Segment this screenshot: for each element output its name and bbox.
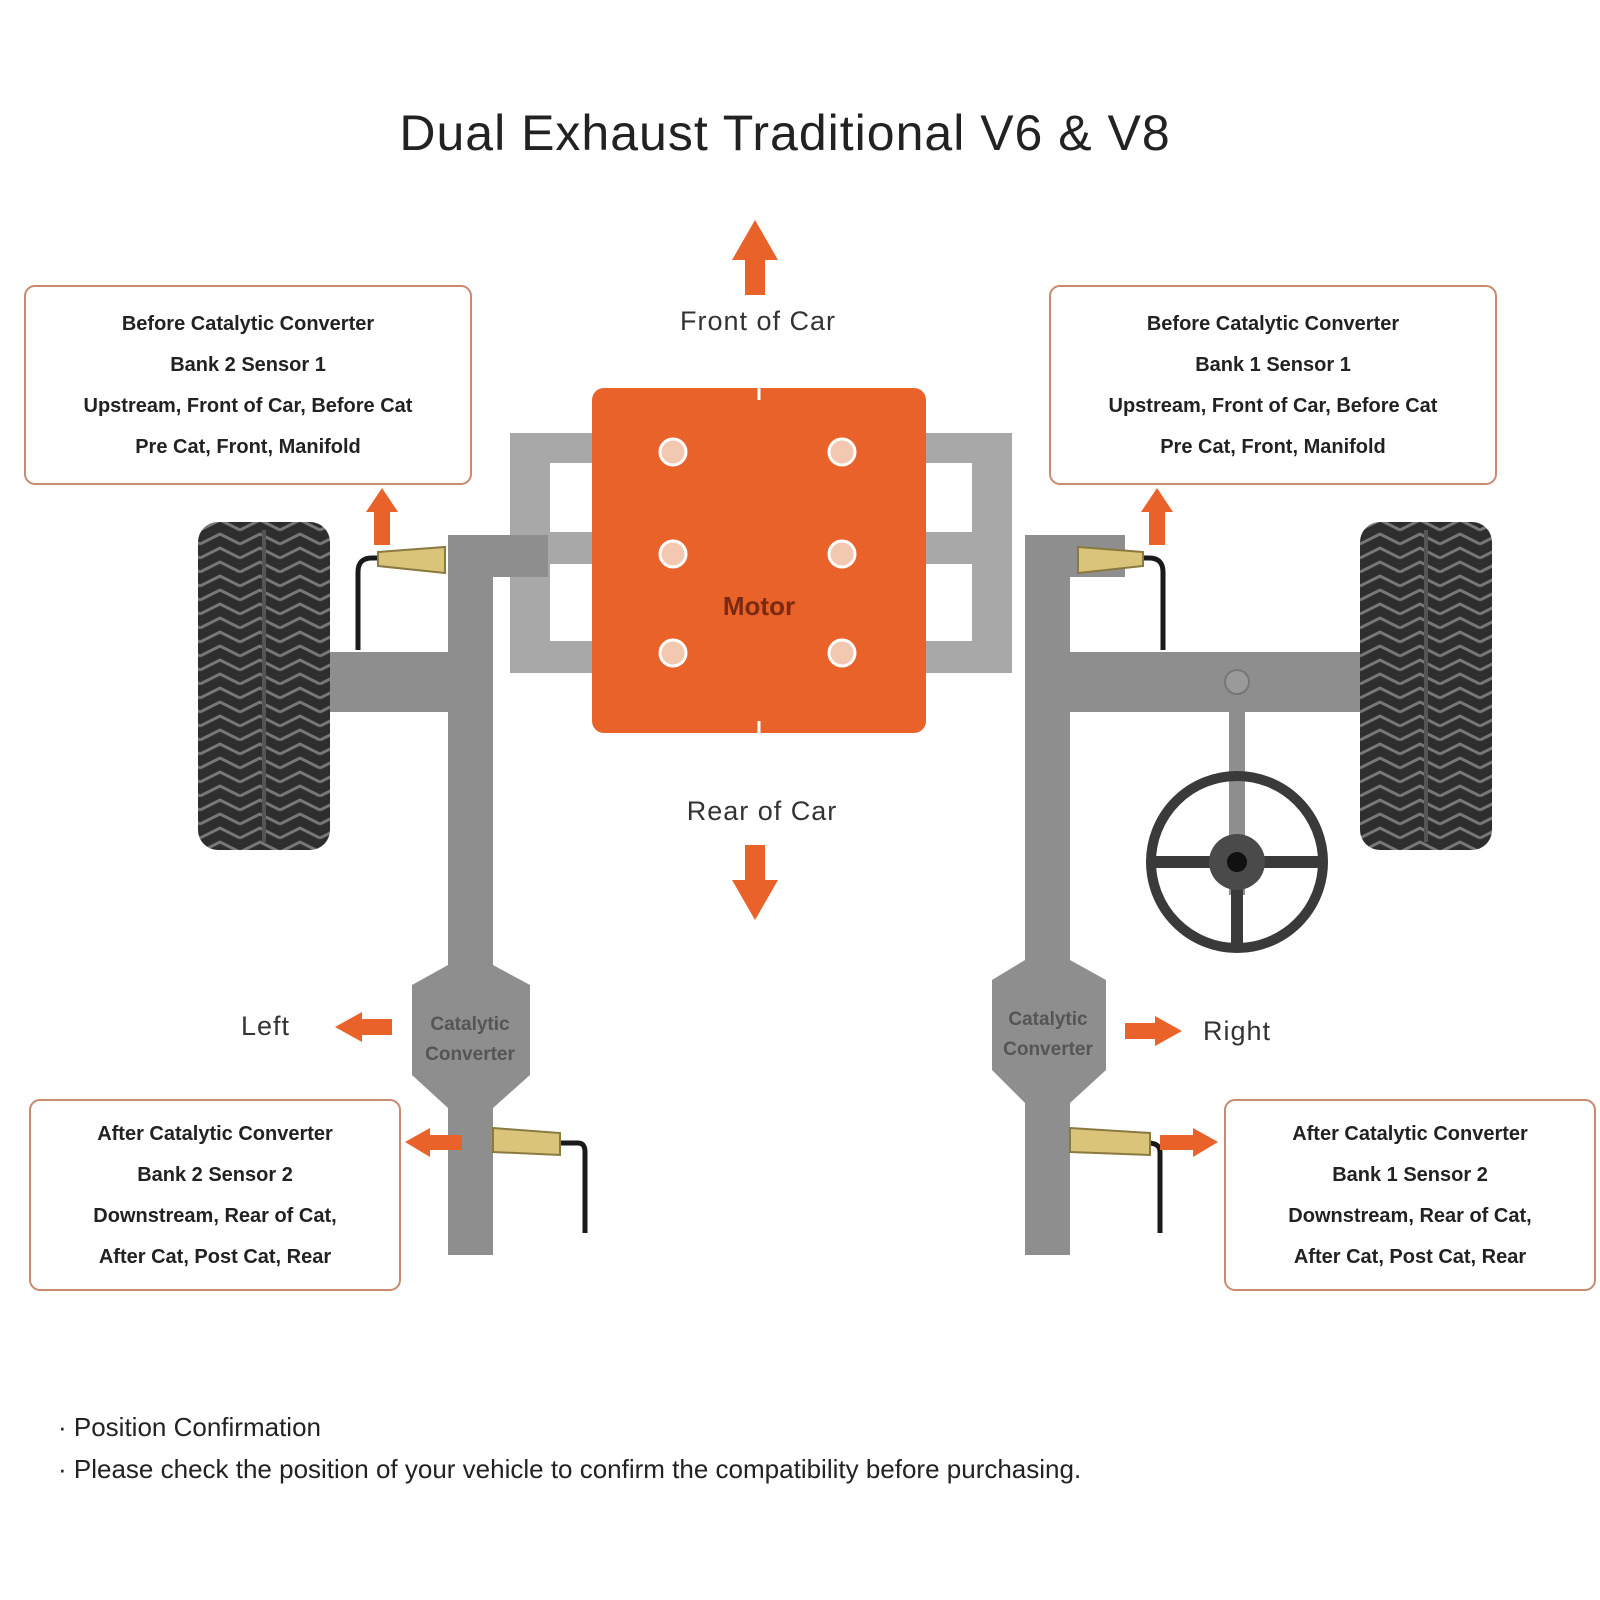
cylinder-icon (827, 638, 857, 668)
left-exhaust-pipe (448, 535, 548, 1255)
cylinder-icon (827, 539, 857, 569)
note-line: · Please check the position of your vehi… (58, 1454, 1081, 1484)
arrow-left-icon (405, 1128, 462, 1157)
info-box-line: Downstream, Rear of Cat, (1288, 1205, 1531, 1227)
cylinder-icon (658, 437, 688, 467)
arrow-up-icon (366, 488, 398, 545)
oxygen-sensor-icon (1069, 1126, 1163, 1233)
arrow-right-icon (1160, 1128, 1218, 1157)
page-title: Dual Exhaust Traditional V6 & V8 (399, 105, 1170, 161)
info-box-line: Upstream, Front of Car, Before Cat (1109, 395, 1438, 417)
right-catalytic-converter: Catalytic Converter (992, 960, 1106, 1103)
motor-label: Motor (723, 591, 795, 621)
cat-label-line1: Catalytic (430, 1014, 510, 1035)
info-box-line: Pre Cat, Front, Manifold (1160, 436, 1386, 458)
steering-wheel-icon (1146, 669, 1328, 953)
oxygen-sensor-icon (355, 545, 446, 650)
right-exhaust-manifold (922, 433, 1012, 673)
arrow-up-icon (732, 220, 778, 295)
info-box-bank2-sensor1: Before Catalytic Converter Bank 2 Sensor… (24, 285, 472, 485)
cat-label-line1: Catalytic (1008, 1009, 1088, 1030)
tire-icon (198, 522, 330, 850)
info-box-line: Bank 2 Sensor 2 (137, 1164, 293, 1186)
left-catalytic-converter: Catalytic Converter (412, 965, 530, 1108)
info-box-line: Downstream, Rear of Cat, (93, 1205, 336, 1227)
info-box-line: Bank 1 Sensor 1 (1195, 354, 1351, 376)
rear-of-car-label: Rear of Car (687, 796, 838, 826)
info-box-line: After Catalytic Converter (1292, 1123, 1528, 1145)
left-label: Left (241, 1011, 290, 1041)
arrow-right-icon (1125, 1016, 1182, 1046)
note-line: · Position Confirmation (58, 1412, 321, 1442)
cylinder-icon (658, 539, 688, 569)
arrow-up-icon (1141, 488, 1173, 545)
cat-label-line2: Converter (1003, 1039, 1093, 1060)
left-axle (320, 652, 460, 712)
right-label: Right (1203, 1016, 1271, 1046)
info-box-line: After Cat, Post Cat, Rear (99, 1246, 331, 1268)
info-box-line: Bank 1 Sensor 2 (1332, 1164, 1488, 1186)
oxygen-sensor-icon (492, 1126, 588, 1233)
arrow-down-icon (732, 845, 778, 920)
front-of-car-label: Front of Car (680, 306, 836, 336)
oxygen-sensor-icon (1077, 545, 1166, 650)
info-box-bank2-sensor2: After Catalytic Converter Bank 2 Sensor … (29, 1099, 401, 1291)
info-box-line: Pre Cat, Front, Manifold (135, 436, 361, 458)
info-box-line: Upstream, Front of Car, Before Cat (84, 395, 413, 417)
tire-icon (1360, 522, 1492, 850)
right-axle (1060, 652, 1365, 712)
cat-label-line2: Converter (425, 1044, 515, 1065)
info-box-line: Before Catalytic Converter (122, 313, 375, 335)
arrow-left-icon (335, 1012, 392, 1042)
cylinder-icon (827, 437, 857, 467)
cylinder-icon (658, 638, 688, 668)
right-exhaust-pipe (1025, 535, 1125, 1255)
info-box-line: After Catalytic Converter (97, 1123, 333, 1145)
info-box-line: Bank 2 Sensor 1 (170, 354, 326, 376)
info-box-line: Before Catalytic Converter (1147, 313, 1400, 335)
motor-block: Motor (592, 388, 926, 733)
info-box-line: After Cat, Post Cat, Rear (1294, 1246, 1526, 1268)
info-box-bank1-sensor2: After Catalytic Converter Bank 1 Sensor … (1224, 1099, 1596, 1291)
info-box-bank1-sensor1: Before Catalytic Converter Bank 1 Sensor… (1049, 285, 1497, 485)
